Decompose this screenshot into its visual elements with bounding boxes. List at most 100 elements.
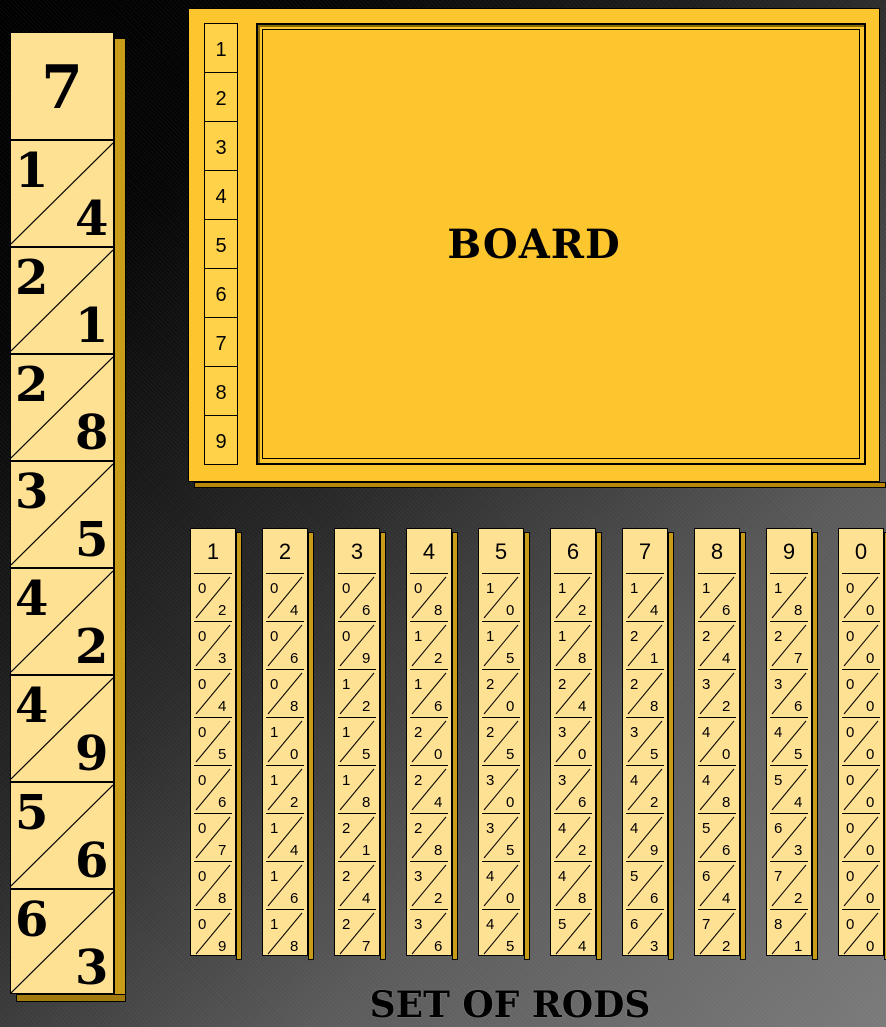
rod-units-digit: 6 [434,698,442,715]
rod-cell: 36 [554,765,592,813]
big-rod-tens-digit: 2 [15,250,48,306]
rod-face: 30609121518212427 [334,528,380,956]
rod-units-digit: 2 [434,890,442,907]
rod-units-digit: 4 [578,938,586,955]
rod-units-digit: 4 [578,698,586,715]
rod-tens-digit: 6 [702,868,710,885]
big-rod-units-digit: 3 [75,940,108,995]
rod-units-digit: 6 [290,650,298,667]
rod-tens-digit: 8 [774,916,782,933]
rod-units-digit: 5 [506,746,514,763]
big-rod-tens-digit: 6 [15,892,48,948]
rod-tens-digit: 1 [486,580,494,597]
rod-cell: 54 [554,909,592,957]
rod-units-digit: 6 [722,602,730,619]
rod-tens-digit: 2 [558,676,566,693]
big-rod-side [114,38,126,1000]
big-rod-units-digit: 1 [75,298,108,353]
rod-cell: 72 [770,861,808,909]
rod-tens-digit: 1 [414,628,422,645]
rod-tens-digit: 1 [702,580,710,597]
rod-tens-digit: 3 [702,676,710,693]
rod-units-digit: 0 [866,602,874,619]
rod-cell: 03 [194,621,232,669]
rod-head: 2 [263,529,307,573]
rod-tens-digit: 7 [774,868,782,885]
rod-tens-digit: 1 [270,916,278,933]
board-index-number: 1 [205,24,237,73]
rod-units-digit: 0 [506,602,514,619]
rod-side [236,532,242,960]
big-rod-units-digit: 2 [75,619,108,674]
rod-units-digit: 4 [434,794,442,811]
rod-side [740,532,746,960]
big-rod-units-digit: 9 [75,726,108,781]
big-rod-cell: 56 [11,781,115,888]
board-index-number: 7 [205,318,237,367]
rod-cell: 45 [770,717,808,765]
rod-head: 8 [695,529,739,573]
rod-units-digit: 0 [506,794,514,811]
rod-units-digit: 0 [866,842,874,859]
rod-tens-digit: 0 [270,580,278,597]
rod-tens-digit: 0 [342,628,350,645]
board-index-number: 6 [205,269,237,318]
board-frame: 123456789 BOARD [188,8,880,482]
rod-cell: 04 [194,669,232,717]
rod-head: 0 [839,529,883,573]
rod-units-digit: 9 [650,842,658,859]
rod-units-digit: 8 [434,602,442,619]
rod-tens-digit: 0 [414,580,422,597]
rod-tens-digit: 1 [270,772,278,789]
rod-units-digit: 8 [218,890,226,907]
rod-tens-digit: 0 [198,772,206,789]
rod-tens-digit: 0 [846,724,854,741]
big-rod-bottom [16,994,126,1002]
rod-cell: 30 [554,717,592,765]
big-rod-cell: 42 [11,567,115,674]
board-title: BOARD [189,221,879,268]
big-rod-units-digit: 5 [75,512,108,567]
rod-units-digit: 5 [218,746,226,763]
rod-tens-digit: 4 [486,868,494,885]
rod-units-digit: 0 [434,746,442,763]
rod-head: 9 [767,529,811,573]
rod-face: 20406081012141618 [262,528,308,956]
rod-units-digit: 2 [578,842,586,859]
rod-cell: 16 [410,669,448,717]
rod-tens-digit: 4 [702,724,710,741]
rod-tens-digit: 0 [198,676,206,693]
rod-tens-digit: 1 [342,772,350,789]
big-rod-cell: 21 [11,246,115,353]
rod-head: 4 [407,529,451,573]
rod-units-digit: 4 [722,890,730,907]
rod-tens-digit: 0 [270,628,278,645]
rod-units-digit: 8 [290,938,298,955]
rod-units-digit: 5 [362,746,370,763]
rod-units-digit: 2 [722,938,730,955]
rod-tens-digit: 6 [630,916,638,933]
rod-units-digit: 0 [866,938,874,955]
rod-cell: 12 [338,669,376,717]
rod-units-digit: 8 [578,650,586,667]
rod-units-digit: 4 [650,602,658,619]
rod-units-digit: 4 [722,650,730,667]
rod-tens-digit: 3 [774,676,782,693]
